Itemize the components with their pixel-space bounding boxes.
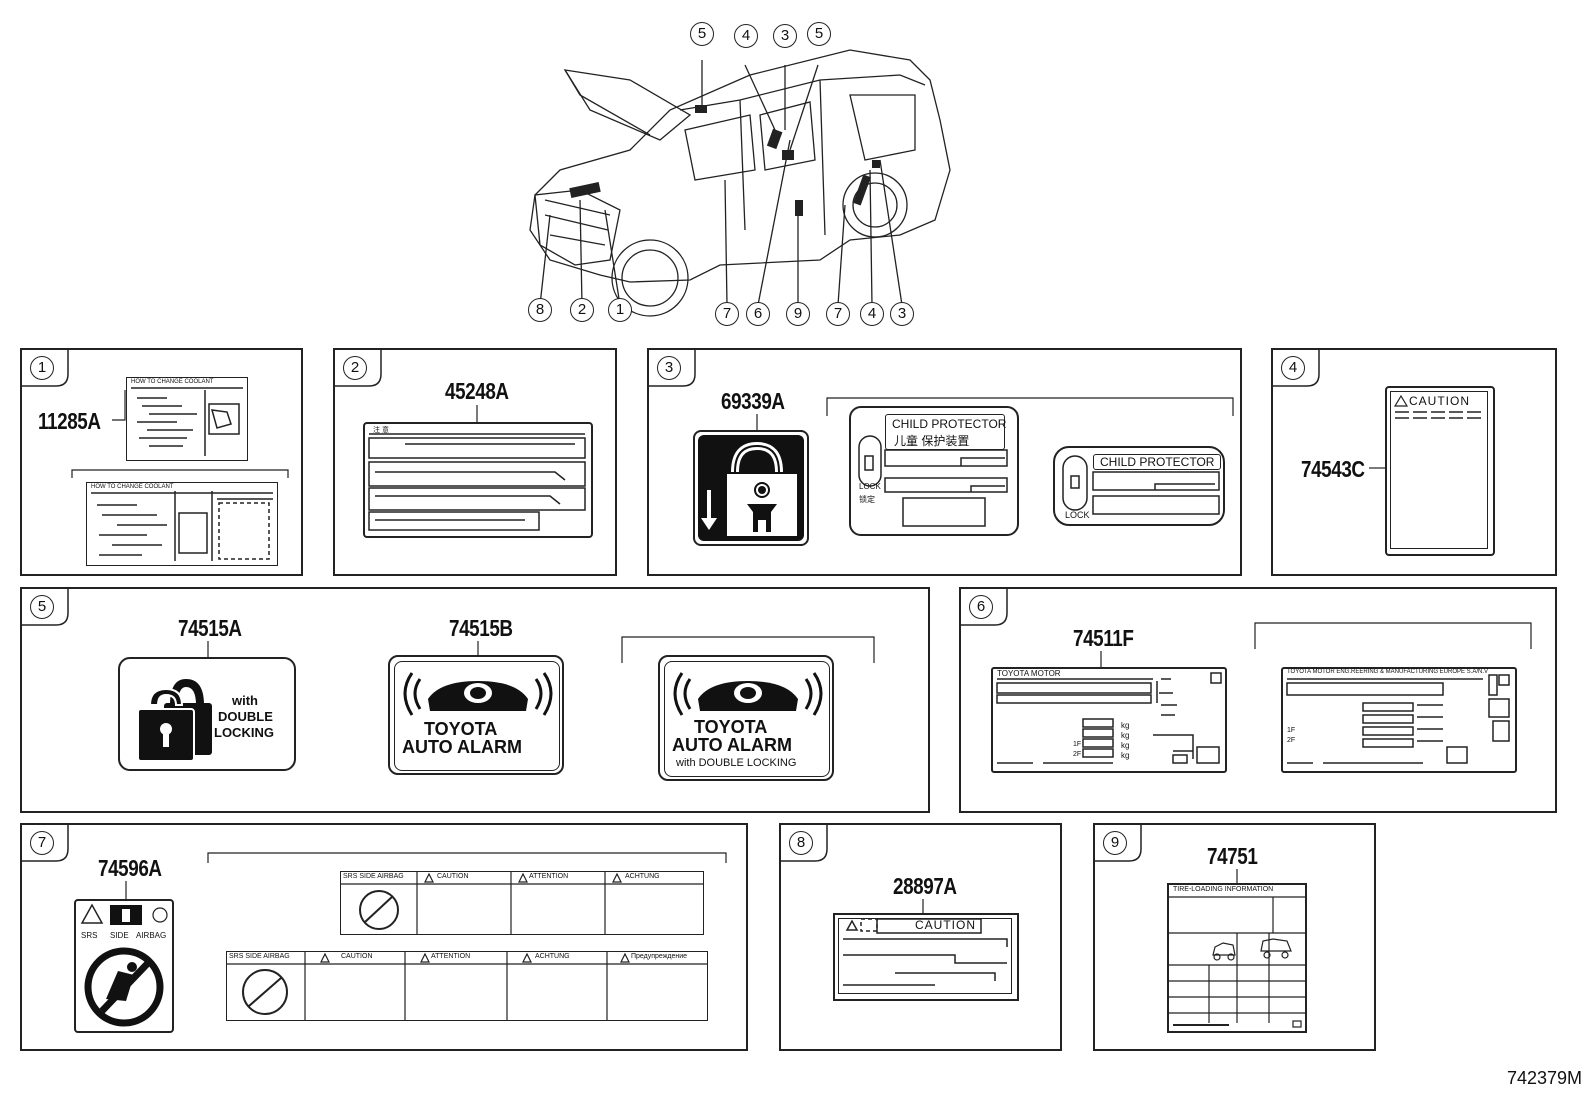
panel-number: 2 [343,356,367,380]
panel-9: 9 74751 TIRE-LOADING INFORMATION [1093,823,1376,1051]
callout-5: 5 [690,22,714,46]
panel-number: 4 [1281,356,1305,380]
tire-loading-information-label: TIRE-LOADING INFORMATION [1167,883,1307,1033]
panel-4: 4 74543C CAUTION [1271,348,1557,576]
car-overview-icon [529,49,951,317]
panel-number: 3 [657,356,681,380]
padlock-icon [137,679,212,762]
panel-1: 1 11285A HOW TO CHANGE COOLANT HOW TO CH… [20,348,303,576]
panel-number: 6 [969,595,993,619]
callout-7: 7 [826,302,850,326]
coolant-label-large: HOW TO CHANGE COOLANT [86,482,278,566]
toyota-auto-alarm-double-locking-label: TOYOTA AUTO ALARM with DOUBLE LOCKING [658,655,834,781]
panel-6: 6 74511F TOYOTA MOTOR kg kg kg kg 1F 2F … [959,587,1557,813]
child-protector-label-large: CHILD PROTECTOR 儿童 保护装置 LOCK 锁定 [849,406,1019,536]
callout-4: 4 [860,302,884,326]
part-number: 74511F [1073,625,1134,651]
panel-2: 2 45248A 注 意 [333,348,617,576]
callout-8: 8 [528,298,552,322]
panel-8: 8 28897A CAUTION [779,823,1062,1051]
toyota-auto-alarm-label: TOYOTA AUTO ALARM [388,655,564,775]
srs-side-airbag-label-4lang: SRS SIDE AIRBAG CAUTION ATTENTION ACHTUN… [226,951,708,1021]
part-number: 69339A [721,388,785,414]
callout-4: 4 [734,24,758,48]
part-number: 74515A [178,615,242,641]
manual-book-icon [110,905,142,925]
double-locking-label: with DOUBLE LOCKING [118,657,296,771]
part-number: 74751 [1207,843,1258,869]
caution-label: 注 意 [363,422,593,538]
part-number: 45248A [445,378,509,404]
callout-3: 3 [890,302,914,326]
no-child-seat-icon [84,947,164,1027]
callout-3: 3 [773,24,797,48]
panel-number: 8 [789,831,813,855]
part-number: 74596A [98,855,162,881]
part-number: 28897A [893,873,957,899]
callout-6: 6 [746,302,770,326]
panel-number: 5 [30,595,54,619]
callout-2: 2 [570,298,594,322]
caution-label: CAUTION [1385,386,1495,556]
panel-5: 5 74515A 74515B with DOUBLE LOCKING TOYO… [20,587,930,813]
caution-label: CAUTION [833,913,1019,1001]
panel-tab [22,350,69,387]
callout-7: 7 [715,302,739,326]
car-load-icon [1212,938,1292,961]
leader-lines [71,390,289,478]
srs-side-airbag-label: SRS SIDE AIRBAG [74,899,174,1033]
panel-number: 9 [1103,831,1127,855]
diagram-code: 742379M [1506,1068,1582,1088]
child-lock-icon [693,430,809,546]
caution-text: CAUTION [915,918,976,932]
caution-text: CAUTION [1409,394,1470,408]
panel-7: 7 74596A SRS SIDE AIRBAG SRS SIDE AIRBAG… [20,823,748,1051]
warning-triangle-icon [80,903,104,924]
panel-number: 7 [30,831,54,855]
child-protector-label-small: CHILD PROTECTOR LOCK [1053,446,1225,526]
vehicle-id-plate-label: TOYOTA MOTOR kg kg kg kg 1F 2F [991,667,1227,773]
vehicle-id-plate-europe-label: TOYOTA MOTOR ENG.REERING & MANUFACTURING… [1281,667,1517,773]
car-overview: 5 4 3 5 8 2 1 7 6 9 7 4 3 [520,20,951,330]
panel-number: 1 [30,356,54,380]
panel-3: 3 69339A CHILD PROTECTOR 儿童 保护装置 LOCK 锁定… [647,348,1242,576]
callout-5: 5 [807,22,831,46]
part-number: 11285A [38,408,101,434]
coolant-label-small: HOW TO CHANGE COOLANT [126,377,248,461]
car-alarm-icon [673,672,823,716]
car-alarm-icon [403,672,553,716]
srs-side-airbag-label-3lang: SRS SIDE AIRBAG CAUTION ATTENTION ACHTUN… [340,871,704,935]
callout-1: 1 [608,298,632,322]
part-number: 74543C [1301,456,1365,482]
part-number: 74515B [449,615,513,641]
callout-9: 9 [786,302,810,326]
